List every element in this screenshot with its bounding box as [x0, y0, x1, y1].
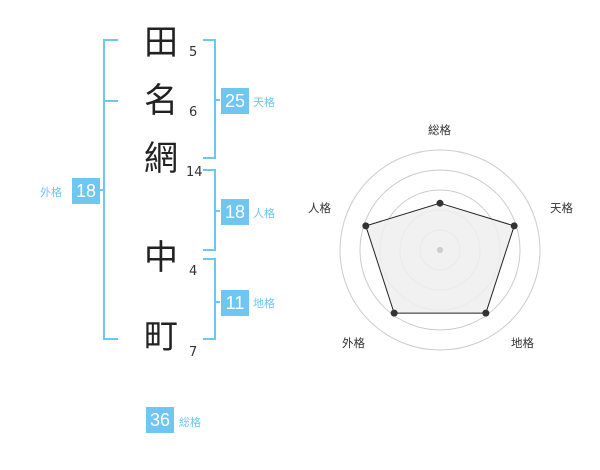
name-char-5: 町: [144, 317, 178, 357]
soukaku-label: 総格: [179, 416, 201, 429]
stroke-count-1: 5: [189, 45, 198, 60]
radar-ring: [339, 149, 541, 351]
gaikaku-bracket: [103, 39, 118, 340]
tenkaku-bracket: [203, 39, 216, 159]
name-char-4: 中: [144, 238, 178, 278]
radar-chart: [339, 149, 541, 351]
radar-label-gaikaku: 外格: [342, 336, 365, 350]
stroke-count-2: 6: [189, 105, 198, 120]
radar-label-soukaku: 総格: [428, 123, 451, 137]
name-char-2: 名: [144, 81, 178, 121]
radar-label-tenkaku: 天格: [550, 201, 573, 215]
jinkaku-label: 人格: [253, 207, 275, 220]
radar-point-5: [362, 222, 370, 230]
jinkaku-value: 18: [221, 199, 249, 225]
stroke-count-5: 7: [189, 345, 198, 360]
radar-point-4: [390, 309, 398, 317]
radar-point-3: [482, 309, 490, 317]
radar-center: [437, 247, 443, 253]
radar-point-2: [510, 222, 518, 230]
chikaku-value: 11: [221, 290, 249, 316]
radar-label-chikaku: 地格: [511, 336, 534, 350]
name-char-1: 田: [144, 23, 178, 63]
radar-area: [365, 202, 515, 314]
tenkaku-value: 25: [221, 88, 249, 114]
name-char-3: 網: [144, 139, 178, 179]
jinkaku-bracket: [203, 169, 216, 251]
radar-ring: [359, 169, 521, 331]
tenkaku-label: 天格: [253, 96, 275, 109]
stroke-count-3: 14: [186, 165, 203, 180]
gaikaku-label: 外格: [40, 186, 62, 199]
soukaku-value: 36: [146, 407, 174, 433]
radar-label-jinkaku: 人格: [308, 201, 331, 215]
chikaku-label: 地格: [253, 297, 275, 310]
chikaku-bracket: [203, 258, 216, 340]
gaikaku-value: 18: [72, 178, 100, 204]
radar-point-1: [436, 199, 444, 207]
stroke-count-4: 4: [189, 264, 198, 279]
